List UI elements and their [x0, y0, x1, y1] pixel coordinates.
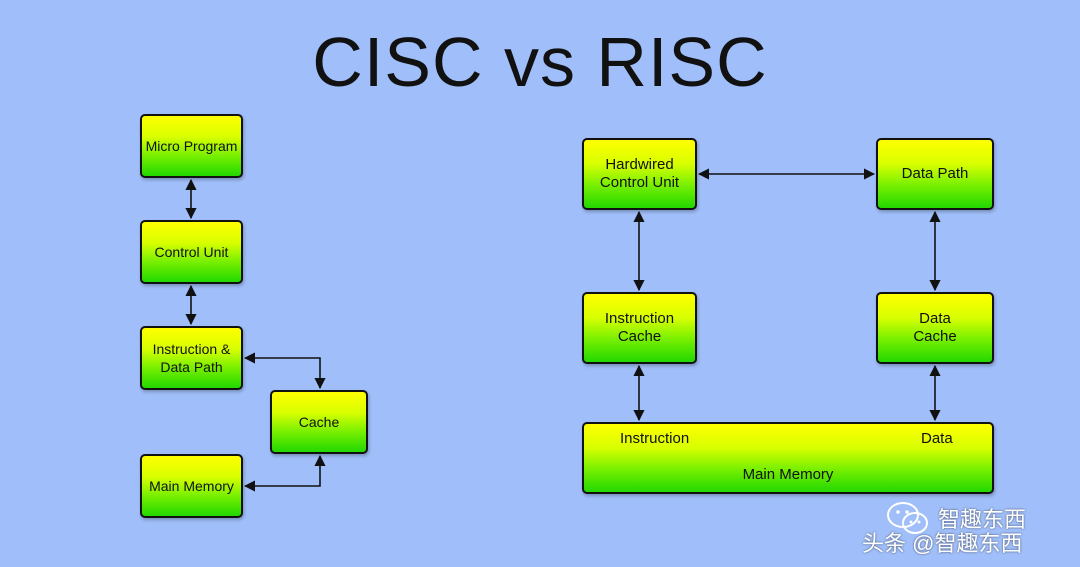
cisc-instruction-data-path-label: Instruction & Data Path — [152, 341, 231, 375]
risc-data-path-label: Data Path — [901, 165, 969, 182]
cisc-cache-box: Cache — [270, 390, 368, 454]
cisc-main-memory-label: Main Memory — [149, 478, 234, 494]
cisc-cache-label: Cache — [298, 414, 340, 430]
risc-data-cache-box: Data Cache — [876, 292, 994, 364]
cisc-micro-program-box: Micro Program — [140, 114, 243, 178]
risc-hardwired-control-unit-box: Hardwired Control Unit — [582, 138, 697, 210]
watermark-bottom: 头条 @智趣东西 — [862, 531, 1023, 556]
cisc-control-unit-box: Control Unit — [140, 220, 243, 284]
risc-mm-data-label: Data — [921, 430, 953, 447]
cisc-instruction-data-path-box: Instruction & Data Path — [140, 326, 243, 390]
page-title: CISC vs RISC — [312, 23, 768, 101]
risc-hardwired-control-unit-label: Hardwired Control Unit — [599, 156, 680, 191]
wechat-icon — [887, 502, 928, 534]
watermark-top: 智趣东西 — [938, 507, 1027, 532]
risc-instruction-cache-label: Instruction Cache — [604, 310, 675, 345]
risc-data-path-box: Data Path — [876, 138, 994, 210]
cisc-micro-program-label: Micro Program — [145, 138, 238, 154]
arrow-cache-main-memory — [243, 454, 326, 492]
risc-data-cache-label: Data Cache — [913, 310, 957, 345]
risc-mm-instruction-label: Instruction — [620, 430, 690, 447]
risc-main-memory-label: Main Memory — [742, 466, 834, 483]
risc-instruction-cache-box: Instruction Cache — [582, 292, 697, 364]
risc-main-memory-box: Main Memory — [582, 422, 994, 494]
cisc-main-memory-box: Main Memory — [140, 454, 243, 518]
arrow-instruction-cache — [243, 352, 326, 390]
cisc-control-unit-label: Control Unit — [154, 244, 229, 260]
